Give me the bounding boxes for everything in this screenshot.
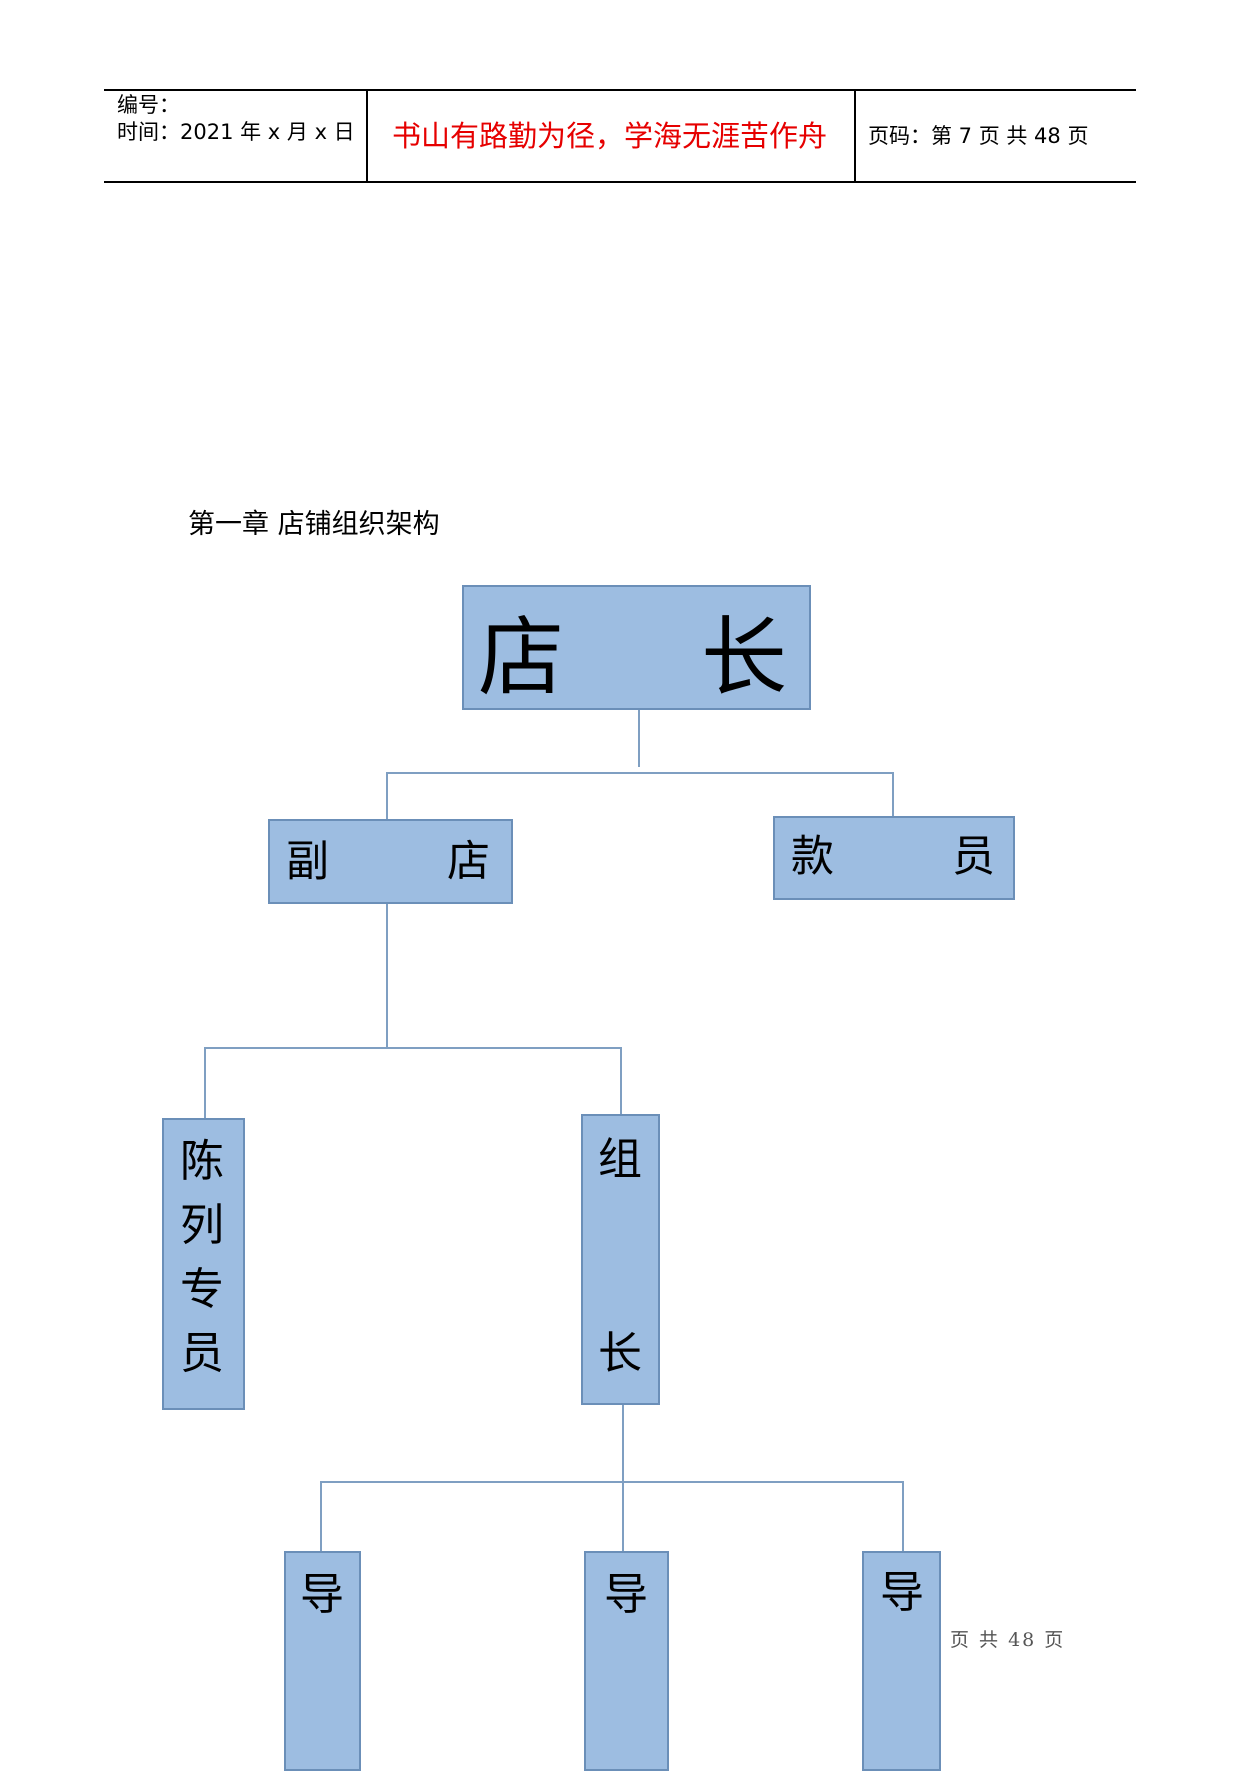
display-specialist-char: 陈 — [180, 1136, 224, 1187]
connector — [204, 1047, 622, 1049]
team-leader-char-1: 组 — [598, 1134, 642, 1185]
header-top-rule — [104, 89, 1136, 91]
shopping-guide-char: 导 — [880, 1567, 924, 1618]
deputy-manager-char-1: 副 — [286, 837, 329, 887]
display-specialist-char: 列 — [180, 1200, 224, 1251]
header-bottom-rule — [104, 181, 1136, 183]
connector — [622, 1405, 624, 1553]
shopping-guide-char: 导 — [604, 1569, 648, 1620]
team-leader-char-2: 长 — [598, 1328, 642, 1379]
connector — [320, 1481, 322, 1553]
header-time-label: 时间：2021 年 x 月 x 日 — [117, 120, 355, 144]
header-page-info: 页码：第 7 页 共 48 页 — [868, 124, 1089, 148]
team-leader-box: 组 长 — [581, 1114, 660, 1405]
header-number-label: 编号： — [117, 93, 180, 117]
connector — [204, 1047, 206, 1119]
cashier-char-2: 员 — [952, 832, 995, 882]
connector — [902, 1481, 904, 1553]
connector — [892, 772, 894, 817]
cashier-char-1: 款 — [791, 832, 834, 882]
connector — [386, 903, 388, 1048]
header-divider-right — [854, 89, 856, 183]
connector — [386, 772, 388, 820]
header-divider-left — [366, 89, 368, 183]
connector — [320, 1481, 904, 1483]
deputy-manager-char-2: 店 — [447, 837, 490, 887]
connector — [638, 709, 640, 767]
connector — [386, 772, 894, 774]
shopping-guide-box-1: 导 — [284, 1551, 361, 1771]
connector — [620, 1047, 622, 1115]
store-manager-char-2: 长 — [701, 608, 787, 708]
footer-page-count: 页 共 48 页 — [950, 1629, 1066, 1651]
shopping-guide-char: 导 — [300, 1569, 344, 1620]
display-specialist-char: 专 — [180, 1264, 224, 1315]
shopping-guide-box-3: 导 — [862, 1551, 941, 1771]
shopping-guide-box-2: 导 — [584, 1551, 669, 1771]
store-manager-char-1: 店 — [478, 608, 564, 708]
deputy-manager-box: 副 店 — [268, 819, 513, 904]
display-specialist-char: 员 — [180, 1328, 224, 1379]
store-manager-box: 店 长 — [462, 585, 811, 710]
display-specialist-box: 陈 列 专 员 — [162, 1118, 245, 1410]
cashier-box: 款 员 — [773, 816, 1015, 900]
chapter-title: 第一章 店铺组织架构 — [188, 509, 440, 540]
header-motto: 书山有路勤为径，学海无涯苦作舟 — [392, 119, 828, 153]
